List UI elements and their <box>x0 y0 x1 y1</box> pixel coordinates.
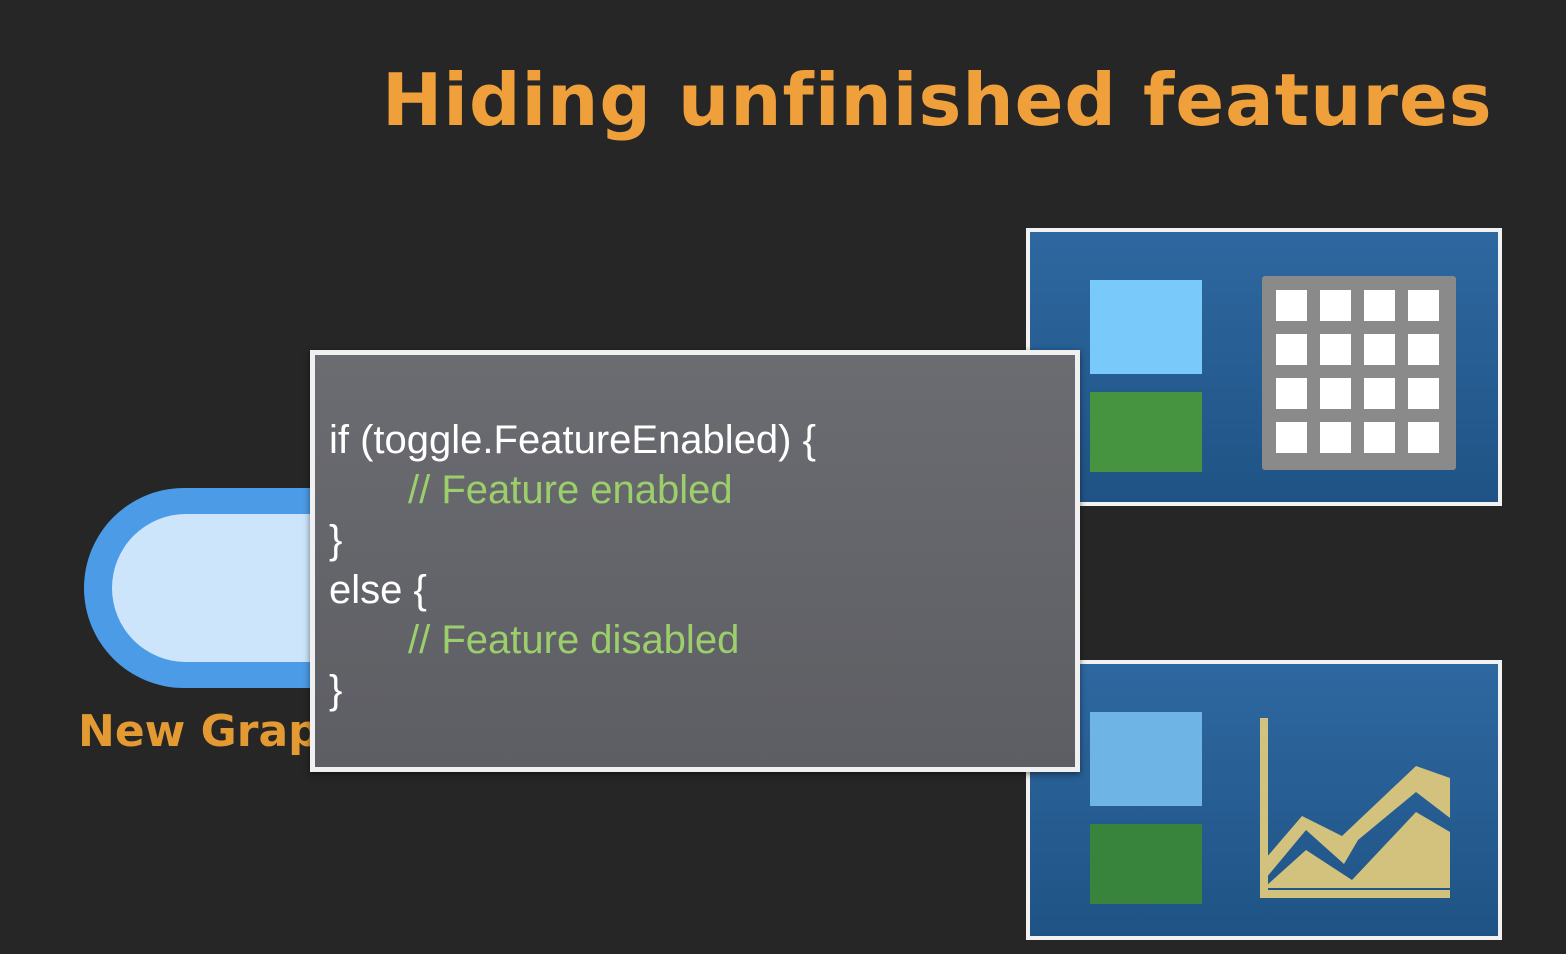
ui-block-light <box>1090 280 1202 374</box>
code-line-close-if: } <box>329 518 343 562</box>
code-line-comment-enabled: // Feature enabled <box>408 468 733 512</box>
ui-panel-disabled <box>1026 660 1502 940</box>
grid-table-icon <box>1262 276 1456 470</box>
code-snippet: if (toggle.FeatureEnabled) { // Feature … <box>310 350 1080 772</box>
ui-block-green <box>1090 824 1202 904</box>
grid-cell <box>1364 378 1395 409</box>
grid-cell <box>1320 378 1351 409</box>
grid-cell <box>1364 422 1395 453</box>
grid-cell <box>1408 290 1439 321</box>
grid-cell <box>1276 334 1307 365</box>
slide-title: Hiding unfinished features <box>382 58 1493 142</box>
ui-block-green <box>1090 392 1202 472</box>
grid-cell <box>1364 334 1395 365</box>
grid-cell <box>1276 378 1307 409</box>
code-line-if: if (toggle.FeatureEnabled) { <box>329 418 816 462</box>
toggle-label: New Graph <box>78 706 351 757</box>
grid-cell <box>1320 422 1351 453</box>
code-line-comment-disabled: // Feature disabled <box>408 618 740 662</box>
grid-cell <box>1408 334 1439 365</box>
chart-axes <box>1260 718 1450 898</box>
area-chart-icon <box>1260 718 1450 898</box>
ui-panel-enabled <box>1026 228 1502 506</box>
grid-cell <box>1320 290 1351 321</box>
chart-area-lower <box>1266 812 1450 888</box>
grid-cell <box>1364 290 1395 321</box>
grid-cell <box>1408 378 1439 409</box>
grid-cell <box>1408 422 1439 453</box>
grid-cell <box>1320 334 1351 365</box>
code-line-close-else: } <box>329 668 343 712</box>
grid-cell <box>1276 422 1307 453</box>
grid-cell <box>1276 290 1307 321</box>
code-line-else: else { <box>329 568 427 612</box>
ui-block-light <box>1090 712 1202 806</box>
chart-area <box>1266 766 1450 878</box>
